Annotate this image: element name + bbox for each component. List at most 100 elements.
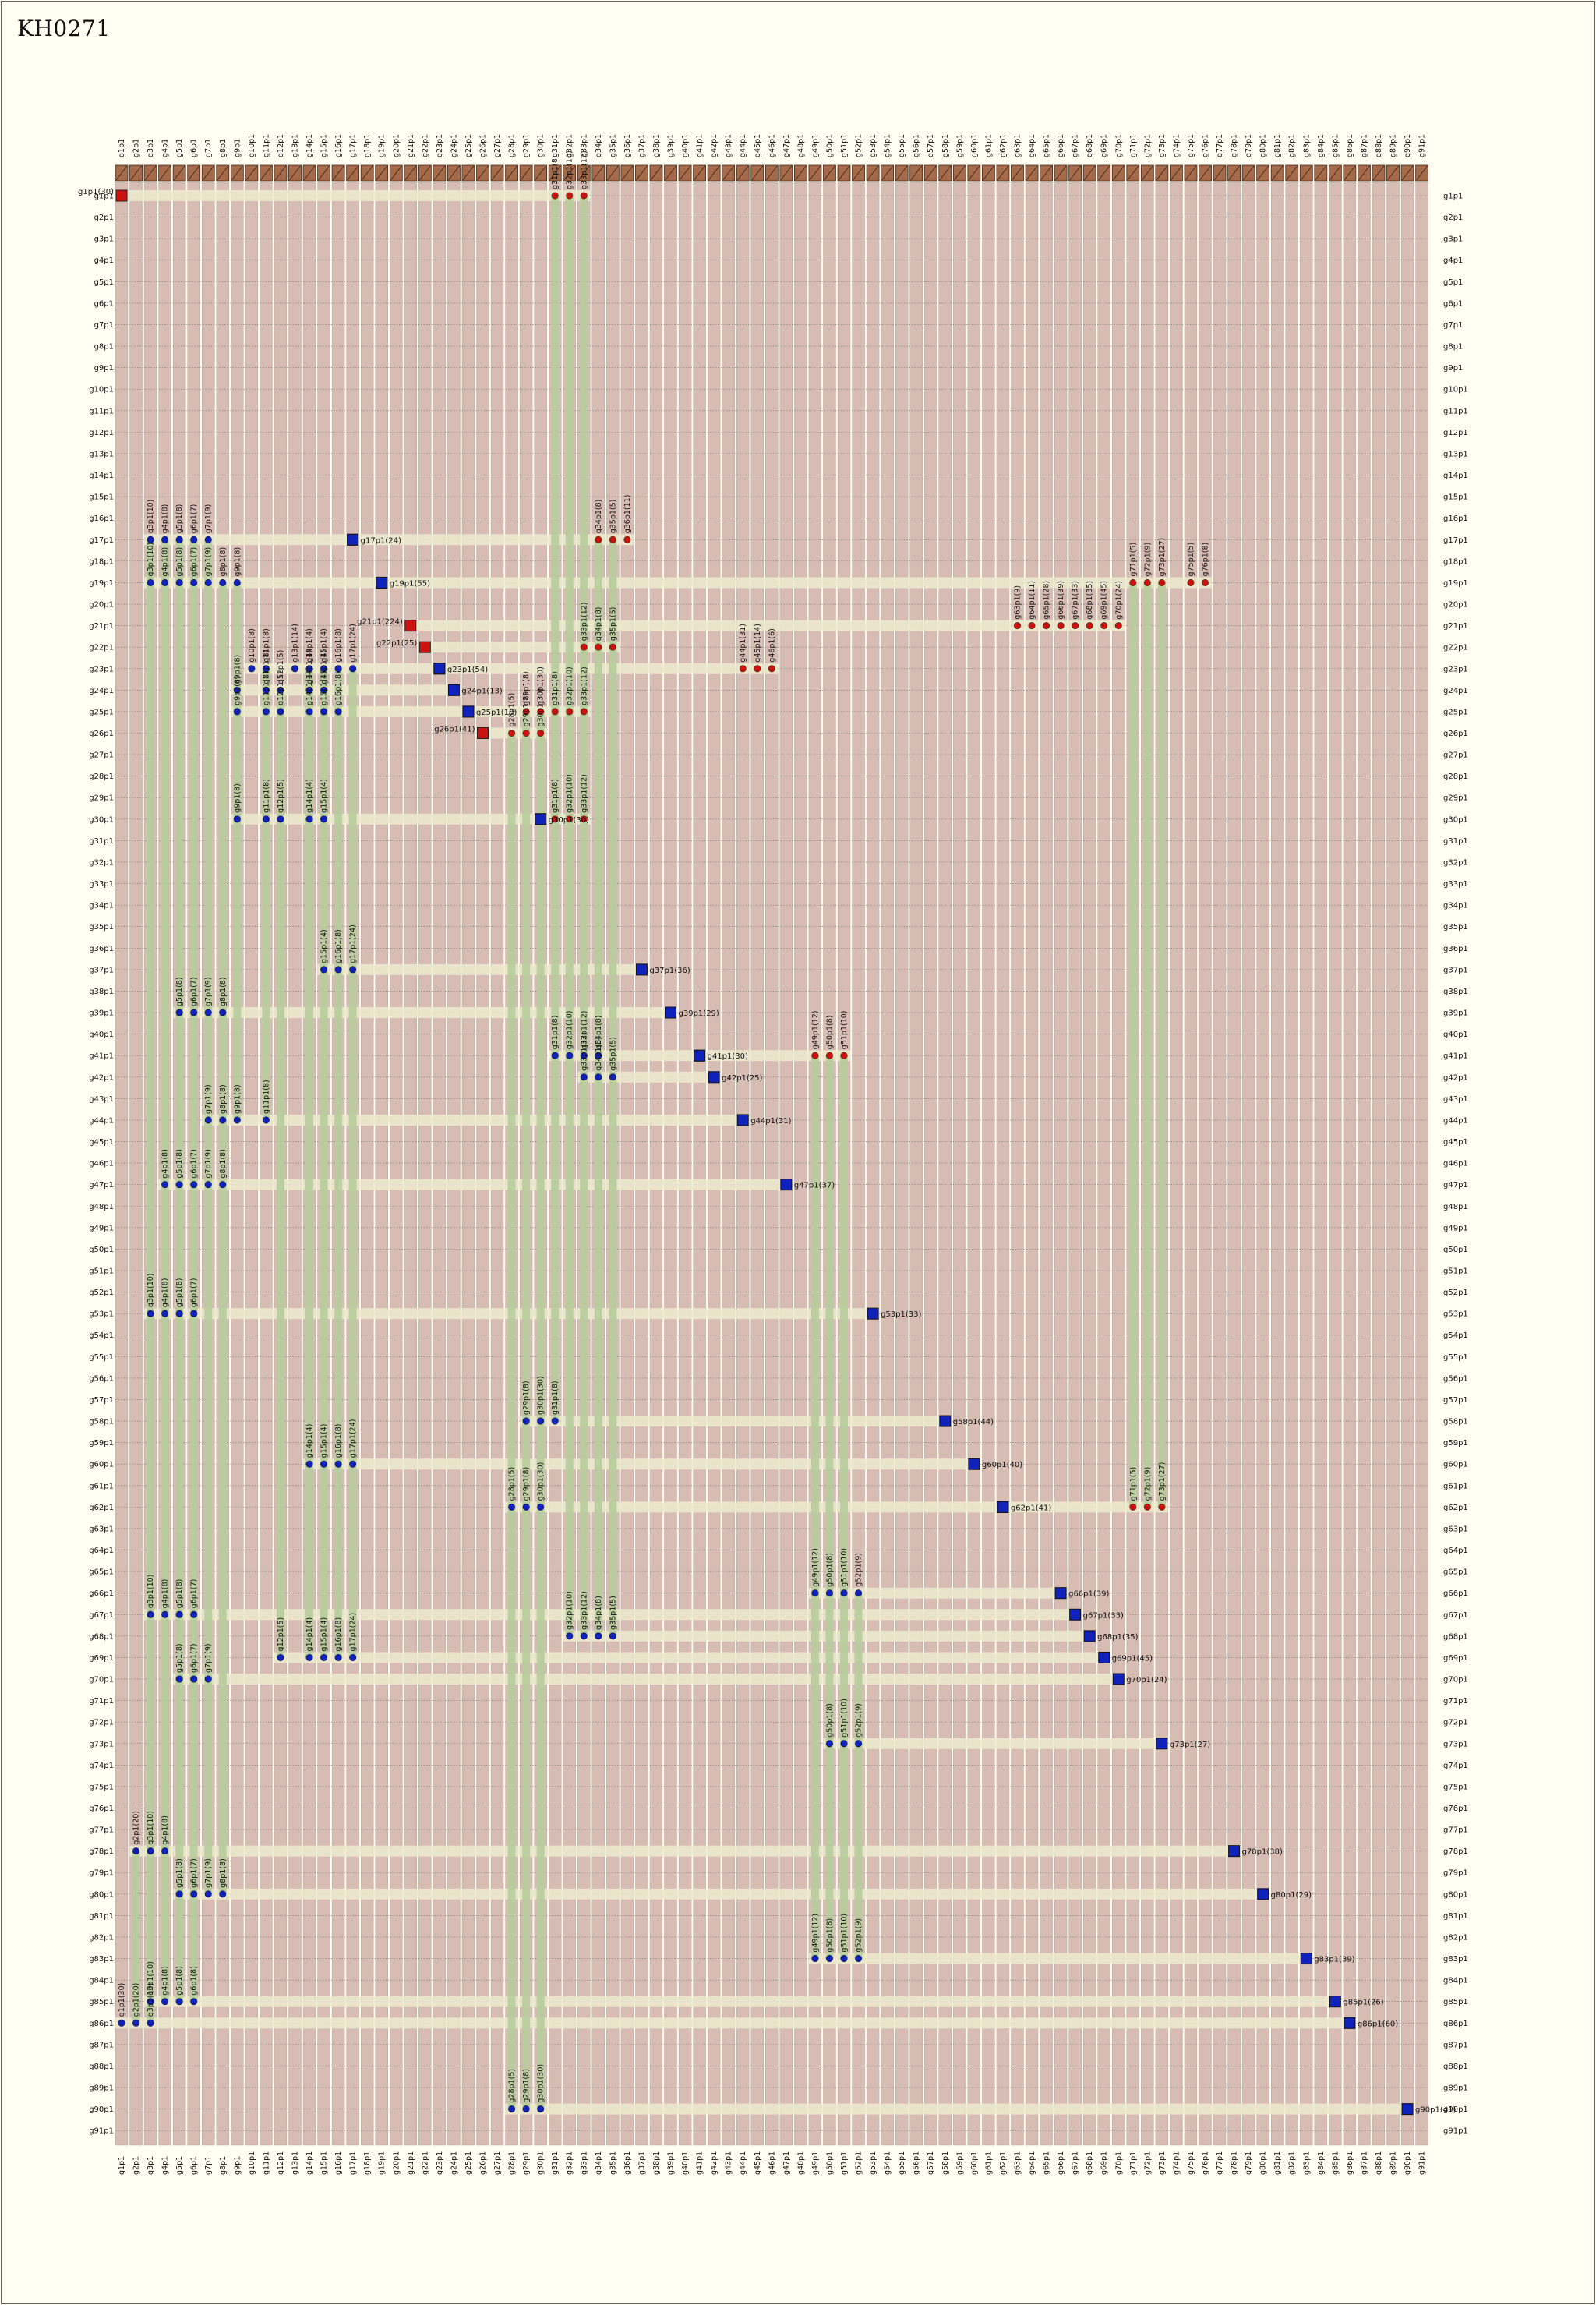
- row-label-left: g83p1: [89, 1955, 114, 1964]
- parent-dot: [1086, 622, 1093, 630]
- row-label-right: g10p1: [1443, 386, 1468, 394]
- child-dot-label: g28p1(5): [508, 1467, 517, 1501]
- child-dot-label: g11p1(8): [262, 779, 270, 813]
- row-label-left: g56p1: [89, 1374, 114, 1383]
- child-dot: [508, 1503, 516, 1511]
- child-dot: [190, 1610, 198, 1618]
- child-dot-label: g11p1(8): [262, 1080, 270, 1114]
- row-label-right: g78p1: [1443, 1847, 1468, 1856]
- column-label-bottom: g32p1: [566, 2151, 574, 2175]
- row-label-left: g46p1: [89, 1160, 114, 1168]
- row-label-left: g44p1: [89, 1116, 114, 1125]
- parent-label: g72p1(9): [1143, 1467, 1152, 1501]
- row-label-left: g69p1: [89, 1654, 114, 1663]
- child-span: [507, 733, 516, 2109]
- family-band: [231, 684, 461, 696]
- child-label: g67p1(33): [1083, 1611, 1124, 1620]
- child-dot-label: g2p1(20): [132, 1811, 141, 1845]
- child-square: [535, 813, 547, 825]
- row-label-left: g25p1: [89, 708, 114, 716]
- column-label-bottom: g86p1: [1346, 2151, 1354, 2175]
- child-dot-label: g5p1(8): [175, 1966, 184, 1996]
- row-label-left: g52p1: [89, 1289, 114, 1297]
- child-dot-label: g51p1(10): [840, 1914, 849, 1953]
- child-dot-label: g12p1(5): [277, 1617, 285, 1652]
- header-tile-hatch: [289, 165, 301, 181]
- child-label: g39p1(29): [679, 1009, 719, 1018]
- child-dot-label: g51p1(10): [840, 1548, 849, 1587]
- column-label-bottom: g46p1: [768, 2151, 776, 2175]
- child-dot-label: g29p1(8): [522, 2069, 531, 2103]
- child-dot: [204, 1009, 212, 1016]
- column-label-top: g42p1: [710, 134, 719, 157]
- row-label-right: g49p1: [1443, 1224, 1468, 1232]
- column-label-bottom: g44p1: [739, 2151, 747, 2175]
- child-dot: [840, 1955, 848, 1963]
- child-dot: [161, 536, 169, 543]
- column-label-top: g33p1: [580, 134, 588, 157]
- child-dot: [320, 1653, 328, 1661]
- header-tile-hatch: [433, 165, 446, 181]
- parent-dot: [1187, 578, 1195, 586]
- column-label-bottom: g61p1: [984, 2151, 993, 2175]
- child-dot: [811, 1955, 819, 1963]
- child-span: [204, 539, 213, 1894]
- row-label-left: g40p1: [89, 1031, 114, 1039]
- child-dot-label: g29p1(8): [522, 1467, 531, 1501]
- column-label-top: g9p1: [233, 139, 242, 157]
- row-label-right: g16p1: [1443, 514, 1468, 523]
- child-dot-label: g29p1(8): [522, 1381, 531, 1415]
- child-dot: [305, 708, 313, 716]
- child-dot-label: g49p1(12): [811, 1914, 820, 1953]
- row-label-left: g26p1: [89, 730, 114, 738]
- child-dot-label: g6p1(7): [190, 1579, 199, 1609]
- column-label-top: g78p1: [1231, 134, 1239, 157]
- mother-square: [418, 641, 431, 653]
- parent-dot: [566, 815, 574, 823]
- header-tile-hatch: [780, 165, 793, 181]
- child-dot-label: g5p1(8): [175, 547, 184, 577]
- row-label-left: g57p1: [89, 1396, 114, 1405]
- parent-dot: [1114, 622, 1122, 630]
- child-dot-label: g16p1(8): [334, 929, 343, 963]
- column-label-top: g20p1: [392, 134, 401, 157]
- column-label-bottom: g69p1: [1100, 2151, 1109, 2175]
- parent-label: g32p1(10): [566, 150, 574, 189]
- column-label-bottom: g3p1: [147, 2156, 155, 2175]
- header-tile-hatch: [809, 165, 821, 181]
- header-tile-hatch: [1358, 165, 1370, 181]
- child-dot: [320, 686, 328, 694]
- child-dot: [233, 578, 241, 586]
- row-label-left: g54p1: [89, 1331, 114, 1340]
- child-dot-label: g50p1(8): [825, 1918, 834, 1953]
- column-label-bottom: g34p1: [595, 2151, 603, 2175]
- column-label-bottom: g42p1: [710, 2151, 719, 2175]
- child-dot: [190, 1998, 198, 2006]
- header-tile-hatch: [404, 165, 417, 181]
- row-label-right: g81p1: [1443, 1912, 1468, 1921]
- child-dot: [204, 1675, 212, 1683]
- row-label-right: g46p1: [1443, 1160, 1468, 1168]
- gene-column: [1170, 182, 1183, 2146]
- family-band: [158, 1179, 793, 1190]
- gene-column: [1415, 182, 1428, 2146]
- column-label-bottom: g10p1: [248, 2151, 256, 2175]
- header-tile-hatch: [1315, 165, 1327, 181]
- row-label-left: g86p1: [89, 2020, 114, 2028]
- row-label-right: g33p1: [1443, 880, 1468, 889]
- column-label-bottom: g82p1: [1288, 2151, 1297, 2175]
- row-label-left: g84p1: [89, 1977, 114, 1985]
- parent-label: g33p1(12): [580, 150, 588, 189]
- row-label-left: g45p1: [89, 1138, 114, 1147]
- column-label-bottom: g31p1: [551, 2151, 560, 2175]
- header-tile-hatch: [1242, 165, 1255, 181]
- child-dot-label: g17p1(24): [349, 924, 358, 963]
- column-label-top: g47p1: [782, 134, 791, 157]
- child-span: [840, 1055, 848, 1959]
- header-tile-hatch: [665, 165, 676, 181]
- child-dot: [840, 1589, 848, 1597]
- row-label-right: g85p1: [1443, 1998, 1468, 2006]
- column-label-bottom: g19p1: [378, 2151, 387, 2175]
- column-label-bottom: g28p1: [508, 2151, 517, 2175]
- gene-column: [115, 182, 129, 2146]
